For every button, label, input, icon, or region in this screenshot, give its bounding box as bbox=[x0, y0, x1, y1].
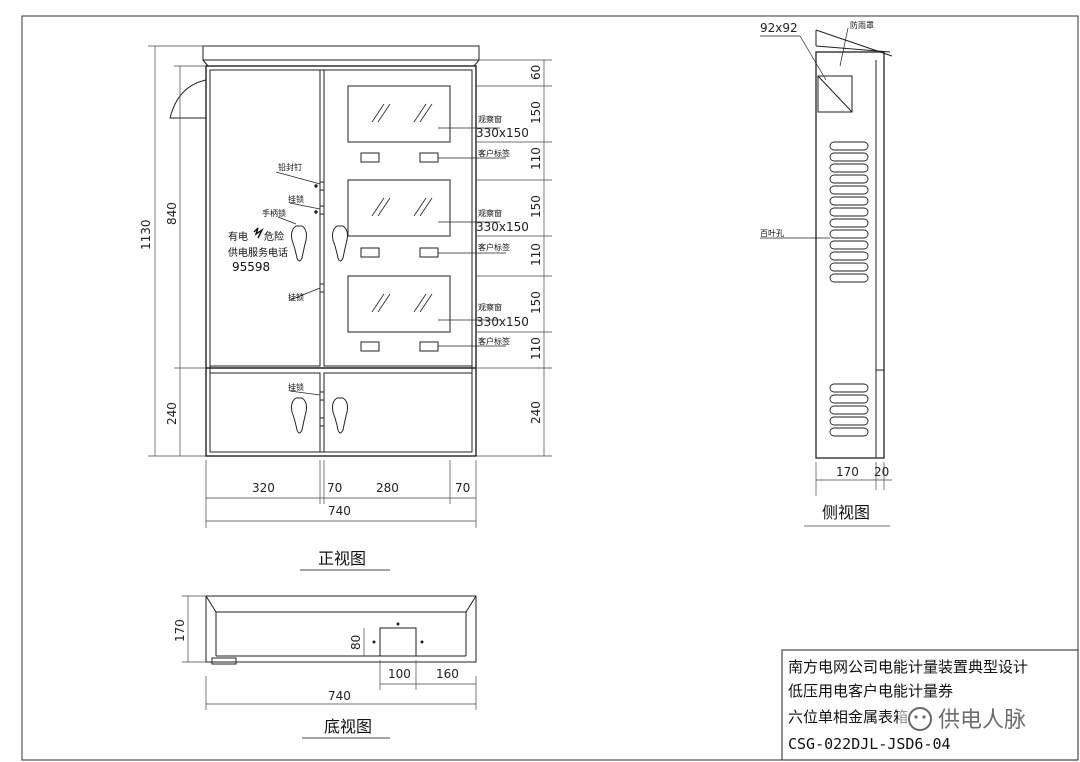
window-size-1: 330x150 bbox=[476, 126, 529, 140]
tag-label-2: 客户标签 bbox=[478, 242, 510, 252]
title-block bbox=[781, 649, 1079, 761]
window-size-2: 330x150 bbox=[476, 220, 529, 234]
bottom-dim-hole-h: 80 bbox=[349, 635, 363, 650]
front-dimension-lines bbox=[148, 45, 552, 571]
front-view bbox=[169, 45, 506, 457]
title-line-3: 六位单相金属表箱 bbox=[788, 708, 908, 726]
lightning-icon bbox=[253, 227, 264, 239]
window-size-3: 330x150 bbox=[476, 315, 529, 329]
side-vent-size: 92x92 bbox=[760, 21, 798, 35]
danger-text-2: 危险 bbox=[264, 230, 284, 243]
side-dim-roof: 20 bbox=[874, 465, 889, 479]
danger-text-1: 有电 bbox=[228, 230, 248, 243]
dim-total-height: 1130 bbox=[139, 219, 153, 250]
dim-upper-height: 840 bbox=[165, 202, 179, 225]
window-labels: 观察窗 330x150 客户标签 观察窗 330x150 客户标签 观察窗 33… bbox=[476, 114, 529, 346]
label-hinge-2: 挂锁 bbox=[288, 292, 304, 302]
dim-lower-height: 240 bbox=[165, 402, 179, 425]
tag-label-1: 客户标签 bbox=[478, 148, 510, 158]
dim-bottom-3: 70 bbox=[455, 481, 470, 495]
side-view-title: 侧视图 bbox=[822, 503, 870, 522]
bottom-dim-height: 170 bbox=[173, 619, 187, 642]
side-rain-cover: 防雨罩 bbox=[850, 20, 874, 30]
watermark-text: 供电人脉 bbox=[938, 708, 1026, 733]
side-dimension-lines bbox=[804, 462, 892, 527]
bottom-dim-offset: 160 bbox=[436, 667, 459, 681]
service-phone: 95598 bbox=[232, 260, 270, 274]
dim-right-3: 150 bbox=[529, 195, 543, 218]
dim-bottom-2: 280 bbox=[376, 481, 399, 495]
bottom-view bbox=[205, 595, 477, 665]
tag-label-3: 客户标签 bbox=[478, 336, 510, 346]
sheet-border bbox=[21, 15, 1079, 761]
side-dim-depth: 170 bbox=[836, 465, 859, 479]
dim-right-5: 150 bbox=[529, 291, 543, 314]
dim-front-width: 740 bbox=[328, 504, 351, 518]
window-label-3: 观察窗 bbox=[478, 302, 502, 312]
watermark: 供电人脉 bbox=[898, 702, 1058, 736]
dim-right-0: 60 bbox=[529, 65, 543, 80]
drawing-code: CSG-022DJL-JSD6-04 bbox=[788, 735, 951, 753]
dim-right-4: 110 bbox=[529, 243, 543, 266]
front-view-title: 正视图 bbox=[318, 549, 366, 568]
window-label-1: 观察窗 bbox=[478, 114, 502, 124]
dim-right-7: 240 bbox=[529, 401, 543, 424]
bottom-dim-width: 740 bbox=[328, 689, 351, 703]
service-text: 供电服务电话 bbox=[228, 246, 288, 259]
side-louver: 百叶孔 bbox=[760, 229, 784, 238]
side-view bbox=[760, 27, 893, 459]
dim-bottom-0: 320 bbox=[252, 481, 275, 495]
dim-bottom-1: 70 bbox=[327, 481, 342, 495]
label-hinge-3: 挂锁 bbox=[288, 382, 304, 392]
title-line-2: 低压用电客户电能计量券 bbox=[788, 682, 953, 700]
label-seal-nail: 铅封钉 bbox=[278, 162, 302, 172]
bottom-dim-hole-w: 100 bbox=[388, 667, 411, 681]
wechat-icon bbox=[908, 707, 932, 731]
label-hinge-1: 挂锁 bbox=[288, 194, 304, 204]
title-line-1: 南方电网公司电能计量装置典型设计 bbox=[788, 658, 1028, 676]
dim-right-6: 110 bbox=[529, 337, 543, 360]
dim-right-1: 150 bbox=[529, 101, 543, 124]
danger-sign: 有电 危险 供电服务电话 95598 bbox=[228, 227, 288, 274]
bottom-dimension-lines bbox=[182, 595, 477, 739]
dim-right-2: 110 bbox=[529, 147, 543, 170]
bottom-view-title: 底视图 bbox=[324, 717, 372, 736]
window-label-2: 观察窗 bbox=[478, 208, 502, 218]
label-handle-lock: 手柄锁 bbox=[262, 208, 286, 218]
